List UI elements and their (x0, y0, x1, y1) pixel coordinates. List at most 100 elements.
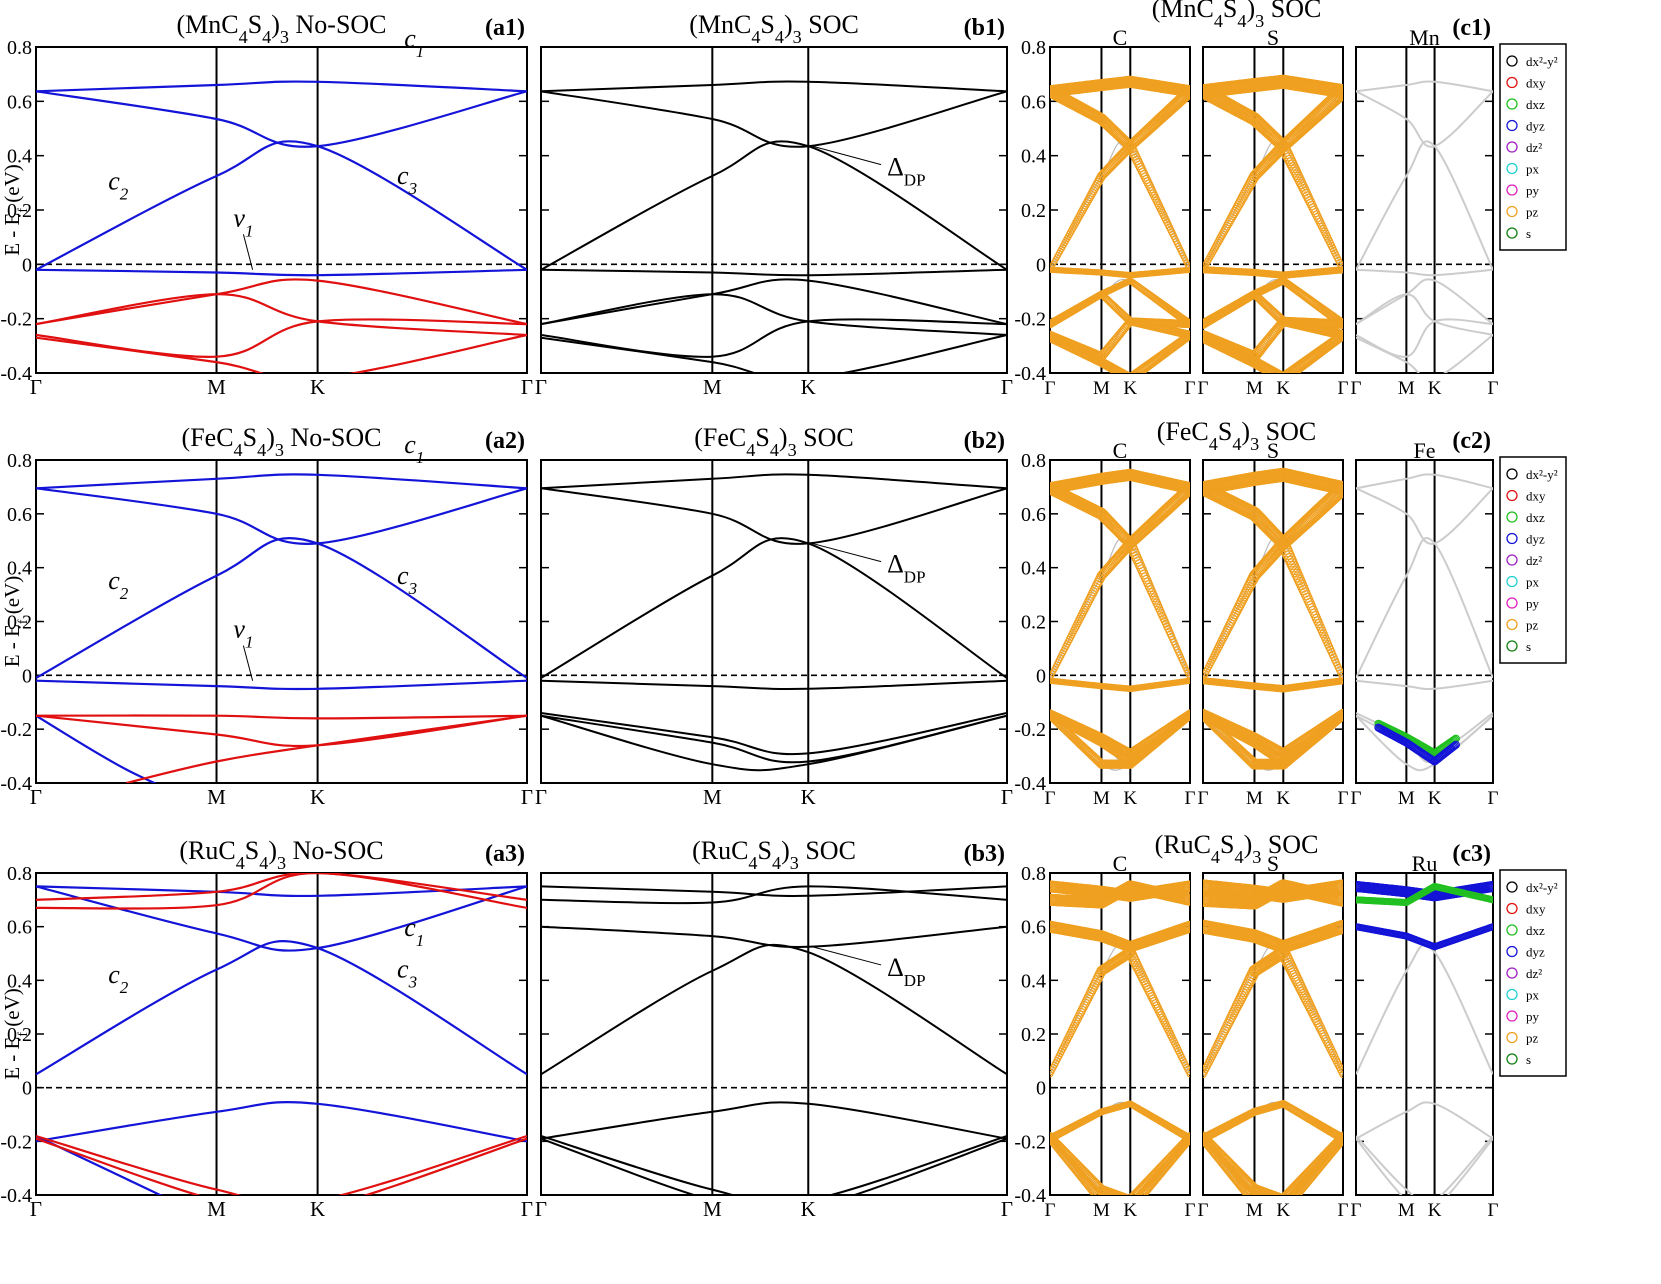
base-band (1356, 537, 1493, 679)
projection-marker (1334, 85, 1343, 100)
y-tick-label: 0.6 (1021, 91, 1046, 113)
band-annotation: v1 (233, 203, 253, 240)
projection-marker (1116, 368, 1127, 373)
band-7 (36, 873, 527, 901)
kpoint-label: Γ (535, 785, 547, 809)
kpoint-label: Γ (1001, 785, 1013, 809)
projection-marker (1333, 86, 1343, 101)
projection-marker (1180, 88, 1190, 101)
kpoint-label: Γ (535, 375, 547, 399)
y-tick-label: 0.8 (7, 37, 32, 59)
legend-label: dz² (1526, 140, 1542, 155)
projection-marker (1094, 575, 1104, 586)
projection-marker (1336, 713, 1343, 722)
y-tick-label: 0 (22, 254, 32, 276)
base-band (1356, 714, 1493, 772)
projected-bands (1356, 80, 1493, 373)
projection-marker (1081, 201, 1090, 210)
y-tick-label: -0.2 (0, 309, 32, 331)
projection-marker (1183, 893, 1190, 906)
projection-marker (1186, 266, 1190, 273)
band-3 (541, 537, 1007, 679)
legend-marker (1506, 511, 1518, 523)
base-band (1356, 473, 1493, 490)
y-tick-label: 0.2 (7, 612, 32, 634)
projection-marker (1451, 740, 1460, 749)
band-1 (36, 80, 527, 93)
legend-marker (1506, 575, 1518, 588)
kpoint-label: M (1398, 788, 1415, 809)
kpoint-label: K (1123, 1200, 1137, 1221)
projection-marker (1271, 368, 1283, 373)
panel-frame (540, 459, 1008, 784)
projection-marker (1119, 369, 1129, 373)
band-5 (541, 278, 1007, 326)
kpoint-label: Γ (1001, 1197, 1013, 1221)
projection-marker (1270, 368, 1282, 373)
legend-label: dxy (1526, 489, 1546, 504)
projection-marker (1183, 713, 1190, 722)
panel-frame (1355, 46, 1494, 374)
y-tick-label: 0.4 (7, 558, 32, 580)
y-tick-label: 0.4 (1021, 558, 1046, 580)
projection-marker (1183, 482, 1190, 495)
kpoint-label: M (207, 785, 226, 809)
y-tick-label: 0.4 (1021, 146, 1046, 168)
projected-bands (1203, 467, 1343, 771)
subpanel-label: S (1267, 25, 1279, 50)
kpoint-label: Γ (1198, 378, 1209, 399)
band-3 (36, 940, 527, 1076)
kpoint-label: K (310, 1197, 325, 1221)
legend-label: pz (1526, 205, 1539, 220)
legend-label: dz² (1526, 553, 1542, 568)
projection-marker (1078, 207, 1087, 216)
panel-frame (540, 46, 1008, 374)
projection-marker (1335, 331, 1343, 342)
band-6 (541, 1135, 1007, 1195)
panel-tag: (c2) (1452, 428, 1491, 454)
y-tick-label: 0.2 (1021, 612, 1046, 634)
projection-marker (1131, 960, 1143, 972)
band-9 (36, 1137, 527, 1195)
projection-marker (1218, 230, 1227, 239)
panel-frame (1202, 459, 1344, 784)
kpoint-label: K (801, 1197, 816, 1221)
kpoint-label: M (1398, 378, 1415, 399)
subpanel-label: C (1113, 25, 1128, 50)
y-tick-label: 0 (1036, 1078, 1046, 1100)
y-tick-label: 0 (1036, 254, 1046, 276)
band-3 (541, 140, 1007, 271)
y-tick-label: 0.8 (1021, 863, 1046, 885)
projection-marker (1203, 332, 1209, 343)
panel-title: (MnC4S4)3 SOC (689, 10, 859, 47)
projection-marker (1330, 89, 1343, 104)
kpoint-label: M (703, 1197, 722, 1221)
y-tick-label: 0.2 (1021, 1024, 1046, 1046)
legend-label: px (1526, 162, 1540, 177)
legend-label: dxz (1526, 97, 1545, 112)
y-tick-label: 0.2 (1021, 200, 1046, 222)
kpoint-label: M (1246, 378, 1263, 399)
projection-marker (1185, 712, 1190, 721)
panel-tag: (b1) (964, 15, 1005, 41)
legend-label: pz (1526, 618, 1539, 633)
panel-title: (RuC4S4)3 SOC (692, 836, 856, 873)
projection-marker (1120, 370, 1130, 373)
legend-marker (1506, 597, 1518, 609)
band-4 (36, 268, 527, 277)
projection-marker (1185, 1068, 1190, 1076)
projection-marker (1123, 371, 1131, 373)
base-band (1356, 293, 1493, 336)
projection-marker (1185, 319, 1190, 329)
panel-frame (35, 46, 528, 374)
legend-label: dyz (1526, 119, 1545, 134)
band-3 (36, 140, 527, 271)
projection-marker (1117, 369, 1128, 373)
projection-marker (1183, 332, 1190, 342)
projection-marker (1183, 85, 1190, 98)
kpoint-label: Γ (1488, 788, 1499, 809)
y-tick-label: -0.4 (0, 773, 32, 795)
legend-label: py (1526, 596, 1540, 611)
